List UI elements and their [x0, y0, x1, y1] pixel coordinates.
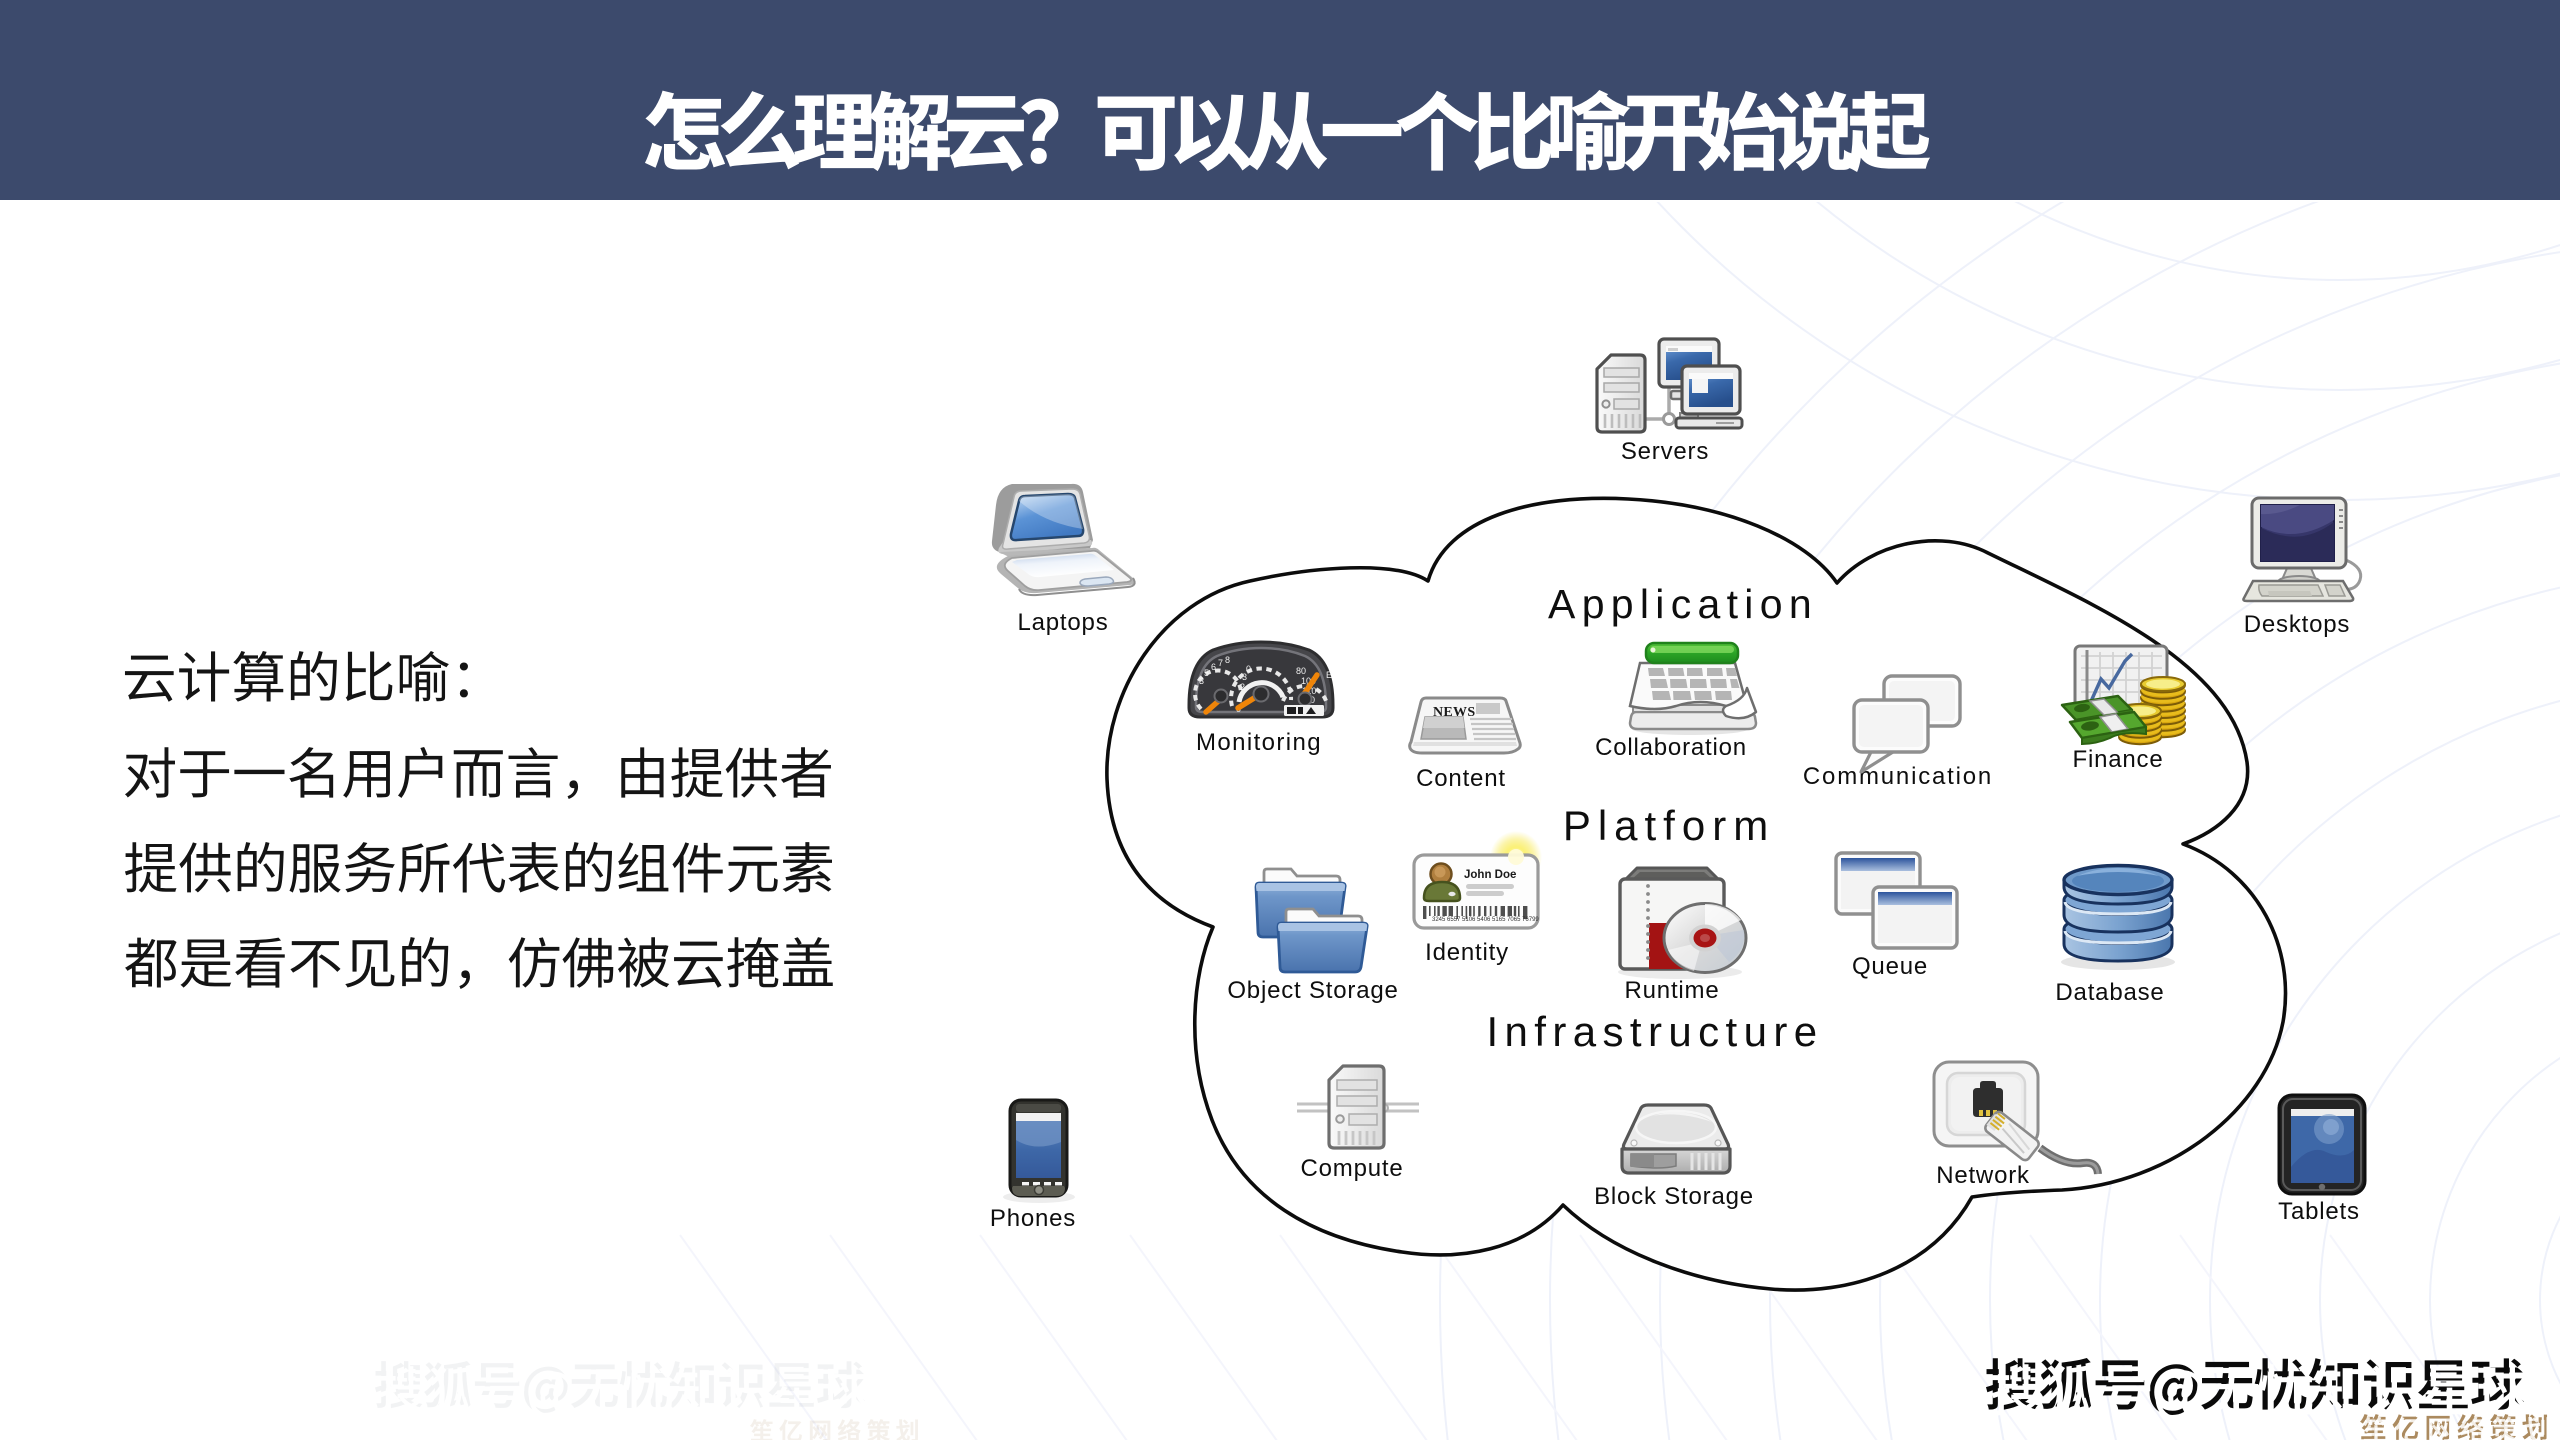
svg-text:Phones: Phones: [990, 1205, 1076, 1232]
svg-text:0: 0: [1246, 664, 1251, 674]
svg-text:Communication: Communication: [1803, 763, 1993, 790]
svg-text:5: 5: [1204, 668, 1209, 678]
svg-text:John Doe: John Doe: [1464, 869, 1516, 881]
svg-text:Identity: Identity: [1425, 939, 1509, 966]
svg-text:3: 3: [1242, 672, 1247, 682]
svg-text:100: 100: [1301, 676, 1316, 686]
svg-text:Laptops: Laptops: [1017, 609, 1108, 636]
svg-text:Database: Database: [2055, 979, 2164, 1006]
svg-text:Collaboration: Collaboration: [1595, 734, 1747, 761]
svg-text:80: 80: [1296, 666, 1306, 676]
svg-text:7: 7: [1218, 658, 1223, 668]
svg-text:Finance: Finance: [2073, 746, 2164, 773]
svg-text:Compute: Compute: [1301, 1155, 1404, 1182]
svg-text:3: 3: [1199, 676, 1204, 686]
svg-text:2: 2: [1240, 682, 1245, 692]
svg-text:Object Storage: Object Storage: [1227, 977, 1398, 1004]
svg-text:Infrastructure: Infrastructure: [1486, 1008, 1823, 1055]
svg-text:Content: Content: [1416, 765, 1506, 792]
svg-text:Monitoring: Monitoring: [1196, 729, 1322, 756]
svg-text:Desktops: Desktops: [2244, 611, 2350, 638]
svg-text:E: E: [1326, 670, 1332, 680]
svg-text:Servers: Servers: [1621, 438, 1709, 465]
svg-text:Runtime: Runtime: [1625, 977, 1720, 1004]
svg-text:3245 6557 5106 5406 5165 7065: 3245 6557 5106 5406 5165 7065 76799: [1432, 917, 1539, 923]
svg-text:6: 6: [1211, 662, 1216, 672]
svg-text:Tablets: Tablets: [2278, 1198, 2360, 1225]
svg-text:Queue: Queue: [1852, 953, 1928, 980]
svg-text:Block Storage: Block Storage: [1594, 1183, 1754, 1210]
svg-text:Application: Application: [1548, 581, 1818, 627]
svg-text:Network: Network: [1936, 1162, 2030, 1189]
svg-text:Platform: Platform: [1563, 802, 1775, 849]
svg-text:8: 8: [1225, 655, 1230, 665]
